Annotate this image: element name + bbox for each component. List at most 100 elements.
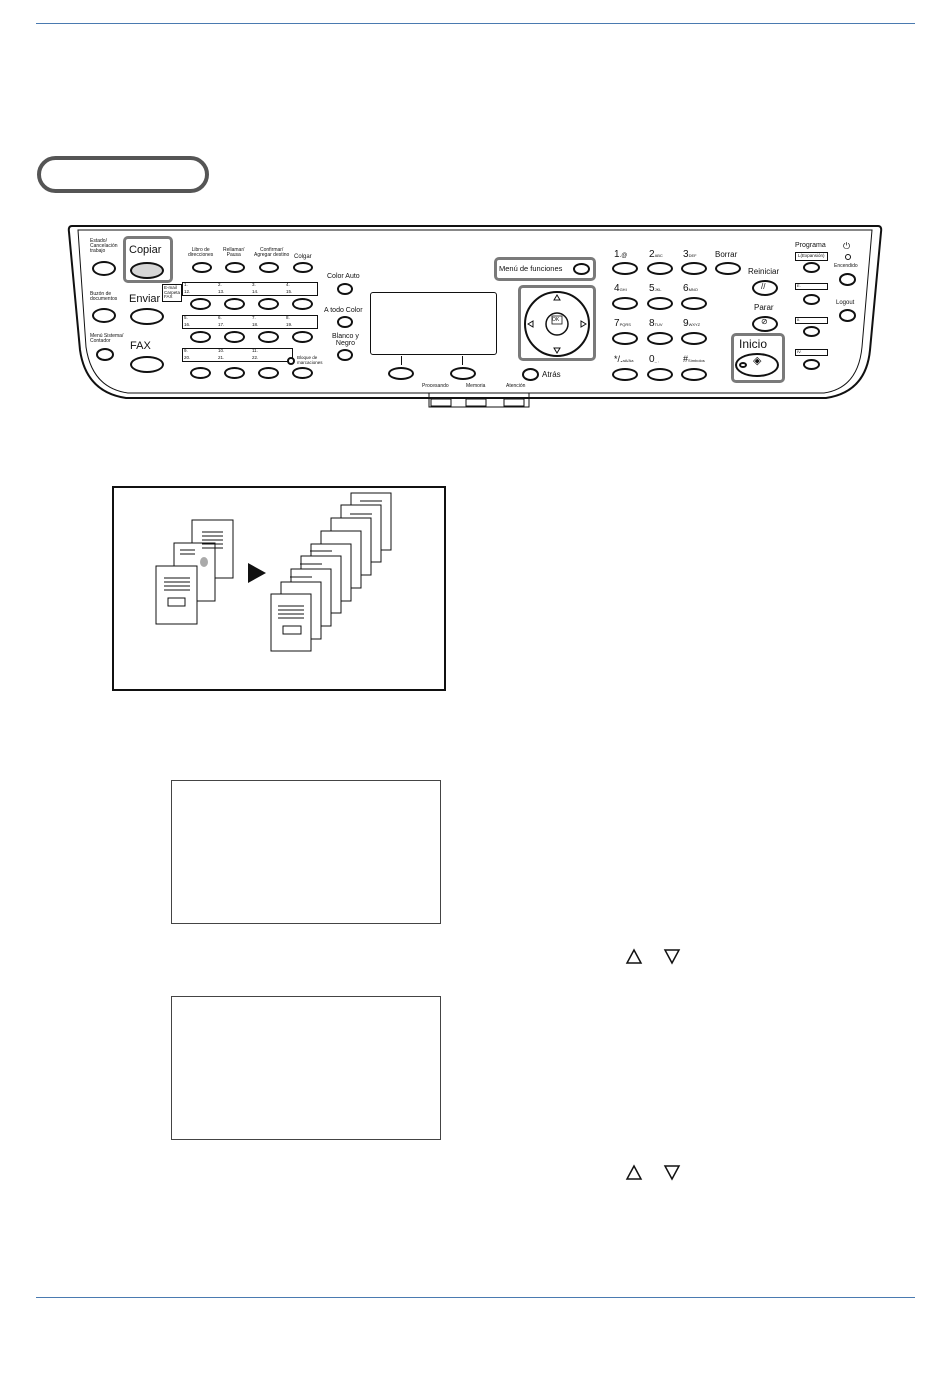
full-color-button[interactable] — [337, 316, 353, 328]
one-touch-8: 8. — [286, 315, 290, 320]
system-menu-button[interactable] — [96, 348, 114, 361]
program-strip-3 — [795, 349, 828, 356]
color-auto-label: Color Auto — [327, 273, 360, 280]
color-auto-button[interactable] — [337, 283, 353, 295]
right-select-tick — [462, 356, 463, 365]
confirm-button[interactable] — [259, 262, 279, 273]
key-3[interactable] — [681, 262, 707, 275]
key-5-label: 5JKL — [649, 283, 662, 294]
start-label: Inicio — [739, 337, 768, 351]
one-touch-17: 17. — [218, 322, 225, 327]
one-touch-key-row1-a[interactable] — [190, 298, 211, 310]
key-4[interactable] — [612, 297, 638, 310]
start-button[interactable] — [735, 353, 779, 377]
key-3-label: 3DEF — [683, 249, 697, 260]
collate-illustration — [112, 486, 446, 691]
display-message-box-2 — [171, 996, 441, 1140]
full-color-label: A todo Color — [324, 307, 363, 314]
one-touch-key-row2-b[interactable] — [224, 331, 245, 343]
function-menu-label: Menú de funciones — [499, 264, 563, 273]
key-8[interactable] — [647, 332, 673, 345]
key-0[interactable] — [647, 368, 673, 381]
copy-button[interactable] — [130, 262, 164, 279]
key-1[interactable] — [612, 262, 638, 275]
message-display — [370, 292, 497, 355]
one-touch-6: 6. — [218, 315, 222, 320]
program-button-1[interactable] — [803, 262, 820, 273]
power-indicator — [845, 254, 851, 260]
nav-arrows-1 — [625, 948, 681, 965]
control-panel: Estado/ Cancelación trabajo Buzón de doc… — [66, 222, 884, 418]
key-6-label: 6MNO — [683, 283, 698, 294]
function-menu-button[interactable] — [573, 263, 590, 275]
reset-label: Reiniciar — [748, 267, 780, 276]
address-book-button[interactable] — [192, 262, 212, 273]
one-touch-key-row3-b[interactable] — [224, 367, 245, 379]
nav-pad[interactable] — [522, 289, 592, 359]
pages-illustration — [155, 492, 392, 652]
key-5[interactable] — [647, 297, 673, 310]
one-touch-key-row2-d[interactable] — [292, 331, 313, 343]
clear-button[interactable] — [715, 262, 741, 275]
key-star-label: */.aA/Aa — [614, 354, 634, 364]
one-touch-key-row1-b[interactable] — [224, 298, 245, 310]
nav-pad-highlight — [518, 285, 596, 361]
one-touch-12: 12. — [184, 289, 191, 294]
fax-button[interactable] — [130, 356, 164, 373]
bottom-rule — [36, 1297, 915, 1298]
one-touch-key-row3-c[interactable] — [258, 367, 279, 379]
left-select-tick — [401, 356, 402, 365]
redial-button[interactable] — [225, 262, 245, 273]
doc-box-button[interactable] — [92, 308, 116, 323]
program-button-2[interactable] — [803, 294, 820, 305]
key-hash[interactable] — [681, 368, 707, 381]
status-button[interactable] — [92, 261, 116, 276]
program-key-1: E. — [797, 283, 801, 288]
email-folder-label: E-mail Carpeta FAX — [162, 284, 183, 302]
nav-arrows-2 — [625, 1164, 681, 1181]
display-message-box-1 — [171, 780, 441, 924]
send-button[interactable] — [130, 308, 164, 325]
black-white-button[interactable] — [337, 349, 353, 361]
program-button-3[interactable] — [803, 326, 820, 337]
one-touch-key-row1-c[interactable] — [258, 298, 279, 310]
key-star[interactable] — [612, 368, 638, 381]
key-4-label: 4GHI — [614, 283, 627, 294]
program-button-4[interactable] — [803, 359, 820, 370]
one-touch-9: 9. — [184, 348, 188, 353]
one-touch-4: 4. — [286, 282, 290, 287]
attention-indicator: Atención — [506, 383, 526, 389]
power-icon: ⏻ — [843, 241, 851, 251]
back-button[interactable] — [522, 368, 539, 381]
back-label: Atrás — [542, 370, 561, 379]
one-touch-strip-3 — [182, 348, 293, 362]
key-7[interactable] — [612, 332, 638, 345]
processing-indicator: Procesando — [422, 383, 449, 389]
one-touch-key-row2-a[interactable] — [190, 331, 211, 343]
one-touch-19: 19. — [286, 322, 293, 327]
power-button[interactable] — [839, 273, 856, 286]
key-2[interactable] — [647, 262, 673, 275]
one-touch-key-row1-d[interactable] — [292, 298, 313, 310]
confirm-label: Confirmar/ Agregar destino — [254, 247, 290, 258]
one-touch-key-row3-d[interactable] — [292, 367, 313, 379]
one-touch-key-row3-a[interactable] — [190, 367, 211, 379]
one-touch-13: 13. — [218, 289, 225, 294]
start-icon: ◈ — [753, 355, 762, 367]
one-touch-strip-2 — [182, 315, 318, 329]
right-select-button[interactable] — [450, 367, 476, 380]
reset-button[interactable] — [752, 280, 778, 296]
one-touch-key-row2-c[interactable] — [258, 331, 279, 343]
status-label: Estado/ Cancelación trabajo — [90, 238, 118, 254]
key-6[interactable] — [681, 297, 707, 310]
on-hook-button[interactable] — [293, 262, 313, 273]
one-touch-block-label: Bloque de marcaciones — [297, 355, 323, 365]
key-8-label: 8TUV — [649, 318, 663, 329]
stop-button[interactable] — [752, 316, 778, 332]
logout-button[interactable] — [839, 309, 856, 322]
program-strip-1 — [795, 283, 828, 290]
left-select-button[interactable] — [388, 367, 414, 380]
one-touch-20: 20. — [184, 355, 191, 360]
key-9[interactable] — [681, 332, 707, 345]
copy-label: Copiar — [129, 244, 162, 256]
